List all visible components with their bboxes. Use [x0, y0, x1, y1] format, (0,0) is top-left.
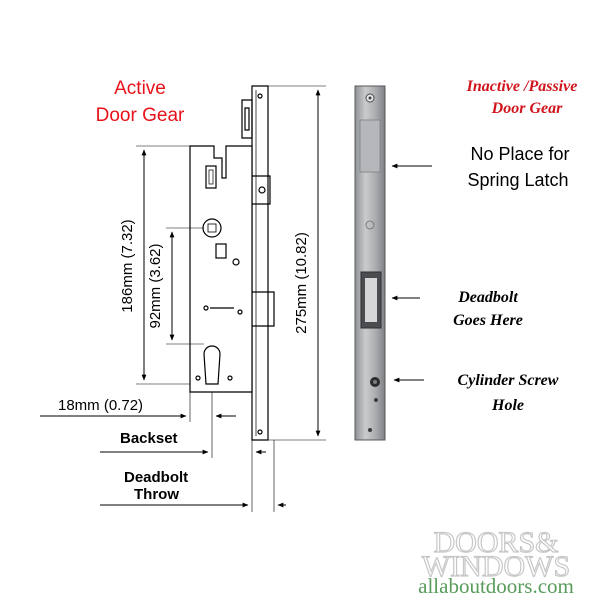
cylinder-line2: Hole: [491, 397, 524, 414]
dim-throw-line2: Throw: [134, 486, 179, 503]
dim-92mm: 92mm (3.62): [147, 243, 164, 328]
active-label-line2: Door Gear: [96, 105, 185, 126]
deadbolt-here-line2: Goes Here: [453, 312, 523, 329]
dim-backset: Backset: [120, 430, 178, 447]
dim-275mm: 275mm (10.82): [293, 232, 310, 334]
no-place-line1: No Place for: [470, 144, 569, 164]
watermark-brand-line2: WINDOWS: [422, 550, 570, 583]
passive-faceplate: [354, 85, 386, 441]
dim-18mm: 18mm (0.72): [58, 397, 143, 414]
inactive-label-line1: Inactive /Passive: [466, 78, 578, 95]
dim-186mm: 186mm (7.32): [119, 219, 136, 312]
watermark-url: allaboutdoors.com: [418, 574, 574, 598]
dim-throw-line1: Deadbolt: [124, 469, 188, 486]
no-place-line2: Spring Latch: [467, 170, 568, 190]
cylinder-line1: Cylinder Screw: [458, 372, 559, 389]
active-lock-drawing: [189, 85, 275, 441]
watermark-brand-line1: DOORS&: [433, 526, 558, 559]
active-label-line1: Active: [114, 78, 166, 99]
deadbolt-here-line1: Deadbolt: [457, 289, 518, 306]
callout-pointers: [391, 163, 432, 383]
brand-watermark: DOORS& WINDOWS: [421, 525, 571, 583]
inactive-label-line2: Door Gear: [491, 100, 563, 117]
dimension-lines: [40, 85, 326, 512]
